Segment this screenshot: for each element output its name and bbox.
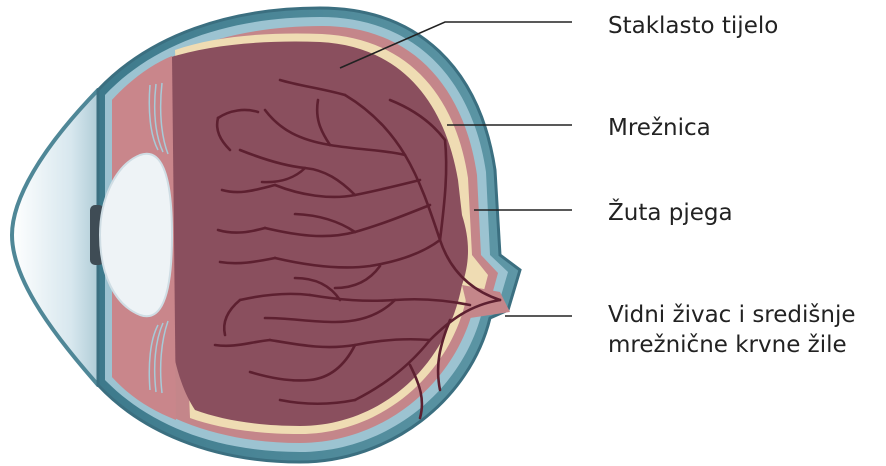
vitreous-body	[163, 42, 468, 426]
label-retina: Mrežnica	[608, 113, 711, 143]
label-macula: Žuta pjega	[608, 198, 733, 228]
label-optic-nerve-line2: mrežnične krvne žile	[608, 330, 856, 360]
label-optic-nerve: Vidni živac i središnje mrežnične krvne …	[608, 300, 856, 360]
label-vitreous-body: Staklasto tijelo	[608, 11, 778, 41]
label-optic-nerve-line1: Vidni živac i središnje	[608, 300, 856, 330]
